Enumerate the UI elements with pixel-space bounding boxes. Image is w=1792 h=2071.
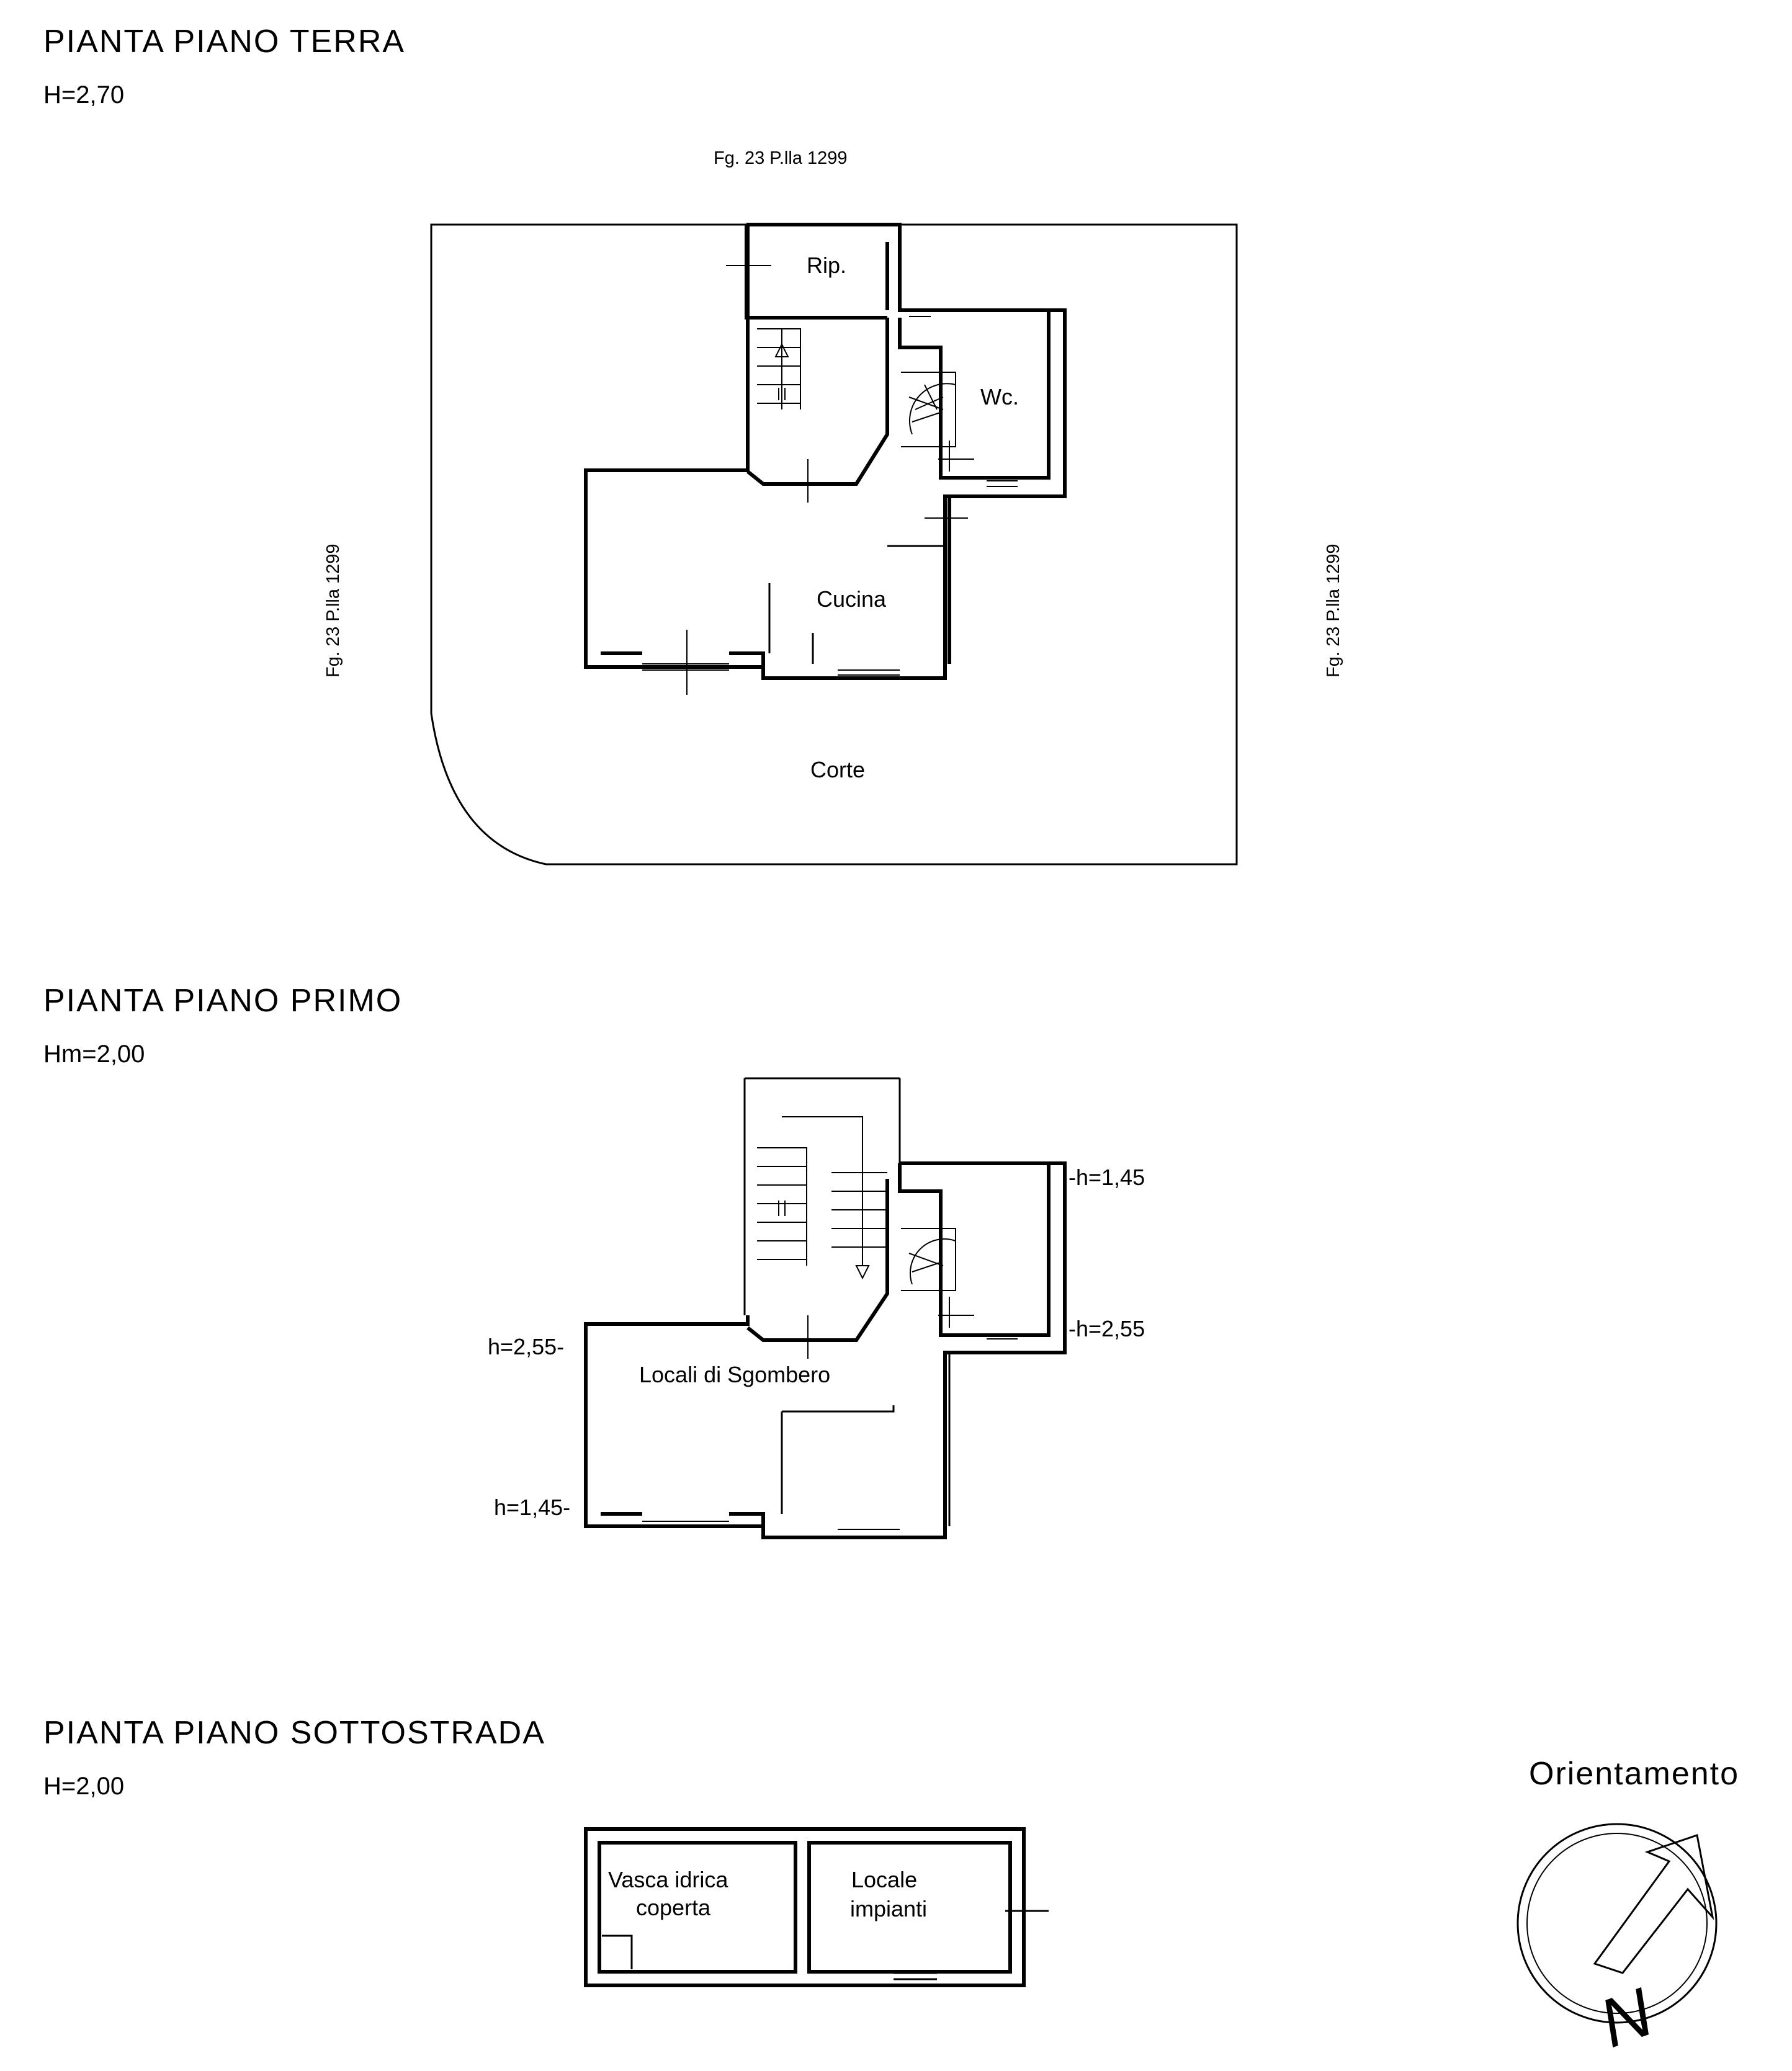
- first-floor-east-room: [898, 1163, 1051, 1337]
- ground-floor-title: PIANTA PIANO TERRA: [43, 24, 405, 60]
- height-mark-right-bottom: -h=2,55: [1068, 1316, 1145, 1341]
- stair-hall-wall: [746, 318, 889, 486]
- ground-floor-height: H=2,70: [43, 81, 124, 109]
- room-label-rip: Rip.: [807, 253, 846, 278]
- door-markers: [649, 245, 974, 695]
- ground-floor-stair: [757, 328, 801, 409]
- first-floor-stair: [757, 1116, 887, 1280]
- room-label-locali-sgombero: Locali di Sgombero: [639, 1362, 830, 1387]
- basement-outer-wall: [584, 1827, 1026, 1987]
- north-letter: N: [1590, 1974, 1662, 2062]
- orientation-compass: Orientamento N: [1516, 1756, 1739, 2062]
- ground-floor-plan: PIANTA PIANO TERRA H=2,70 Fg. 23 P.lla 1…: [43, 24, 1343, 866]
- ground-floor-spiral-stair: [901, 372, 956, 447]
- first-floor-south-wall: [601, 1512, 765, 1537]
- wc-room-walls: [898, 310, 1051, 480]
- first-floor-openings: [642, 1297, 1018, 1530]
- parcel-label-top: Fg. 23 P.lla 1299: [714, 148, 848, 168]
- height-mark-right-top: -h=1,45: [1068, 1165, 1145, 1190]
- height-mark-left-bottom: h=1,45-: [494, 1495, 570, 1520]
- first-floor-plan: PIANTA PIANO PRIMO Hm=2,00 -h=1,45 -h=2,…: [43, 983, 1145, 1539]
- first-floor-stair-wall: [746, 1179, 889, 1342]
- room-label-cucina: Cucina: [817, 586, 887, 612]
- room-label-locale-line2: impianti: [850, 1896, 927, 1921]
- room-label-vasca-line2: coperta: [636, 1895, 711, 1920]
- kitchen-south-wall: [601, 651, 765, 678]
- compass-outer-circle: [1516, 1823, 1718, 2024]
- ground-floor-outer-wall: [584, 223, 1067, 680]
- kitchen-partitions: [768, 545, 943, 664]
- first-floor-stair-well: [743, 1077, 901, 1315]
- room-label-vasca-line1: Vasca idrica: [608, 1867, 728, 1892]
- basement-right-room: [807, 1841, 1012, 1974]
- basement-height: H=2,00: [43, 1773, 124, 1800]
- parcel-label-left: Fg. 23 P.lla 1299: [323, 543, 343, 678]
- height-mark-left-top: h=2,55-: [488, 1334, 564, 1359]
- north-arrow-icon: [1593, 1834, 1714, 1974]
- courtyard-boundary: [430, 223, 1238, 866]
- room-label-locale-line1: Locale: [851, 1867, 917, 1892]
- first-floor-partitions: [781, 1353, 951, 1526]
- first-floor-height: Hm=2,00: [43, 1040, 145, 1068]
- basement-title: PIANTA PIANO SOTTOSTRADA: [43, 1715, 545, 1751]
- compass-inner-circle: [1526, 1833, 1708, 2014]
- room-label-corte: Corte: [810, 757, 865, 782]
- basement-plan: PIANTA PIANO SOTTOSTRADA H=2,00 Vasca id…: [43, 1715, 1049, 1987]
- first-floor-title: PIANTA PIANO PRIMO: [43, 983, 402, 1019]
- first-floor-outer-wall: [584, 1161, 1067, 1539]
- basement-left-room: [598, 1841, 797, 1974]
- room-label-wc: Wc.: [980, 384, 1019, 409]
- first-floor-spiral-stair: [901, 1228, 956, 1291]
- parcel-label-right: Fg. 23 P.lla 1299: [1324, 543, 1343, 678]
- orientation-label: Orientamento: [1529, 1756, 1739, 1792]
- basement-details: [602, 1892, 1049, 1980]
- ground-floor-openings: [642, 310, 1018, 676]
